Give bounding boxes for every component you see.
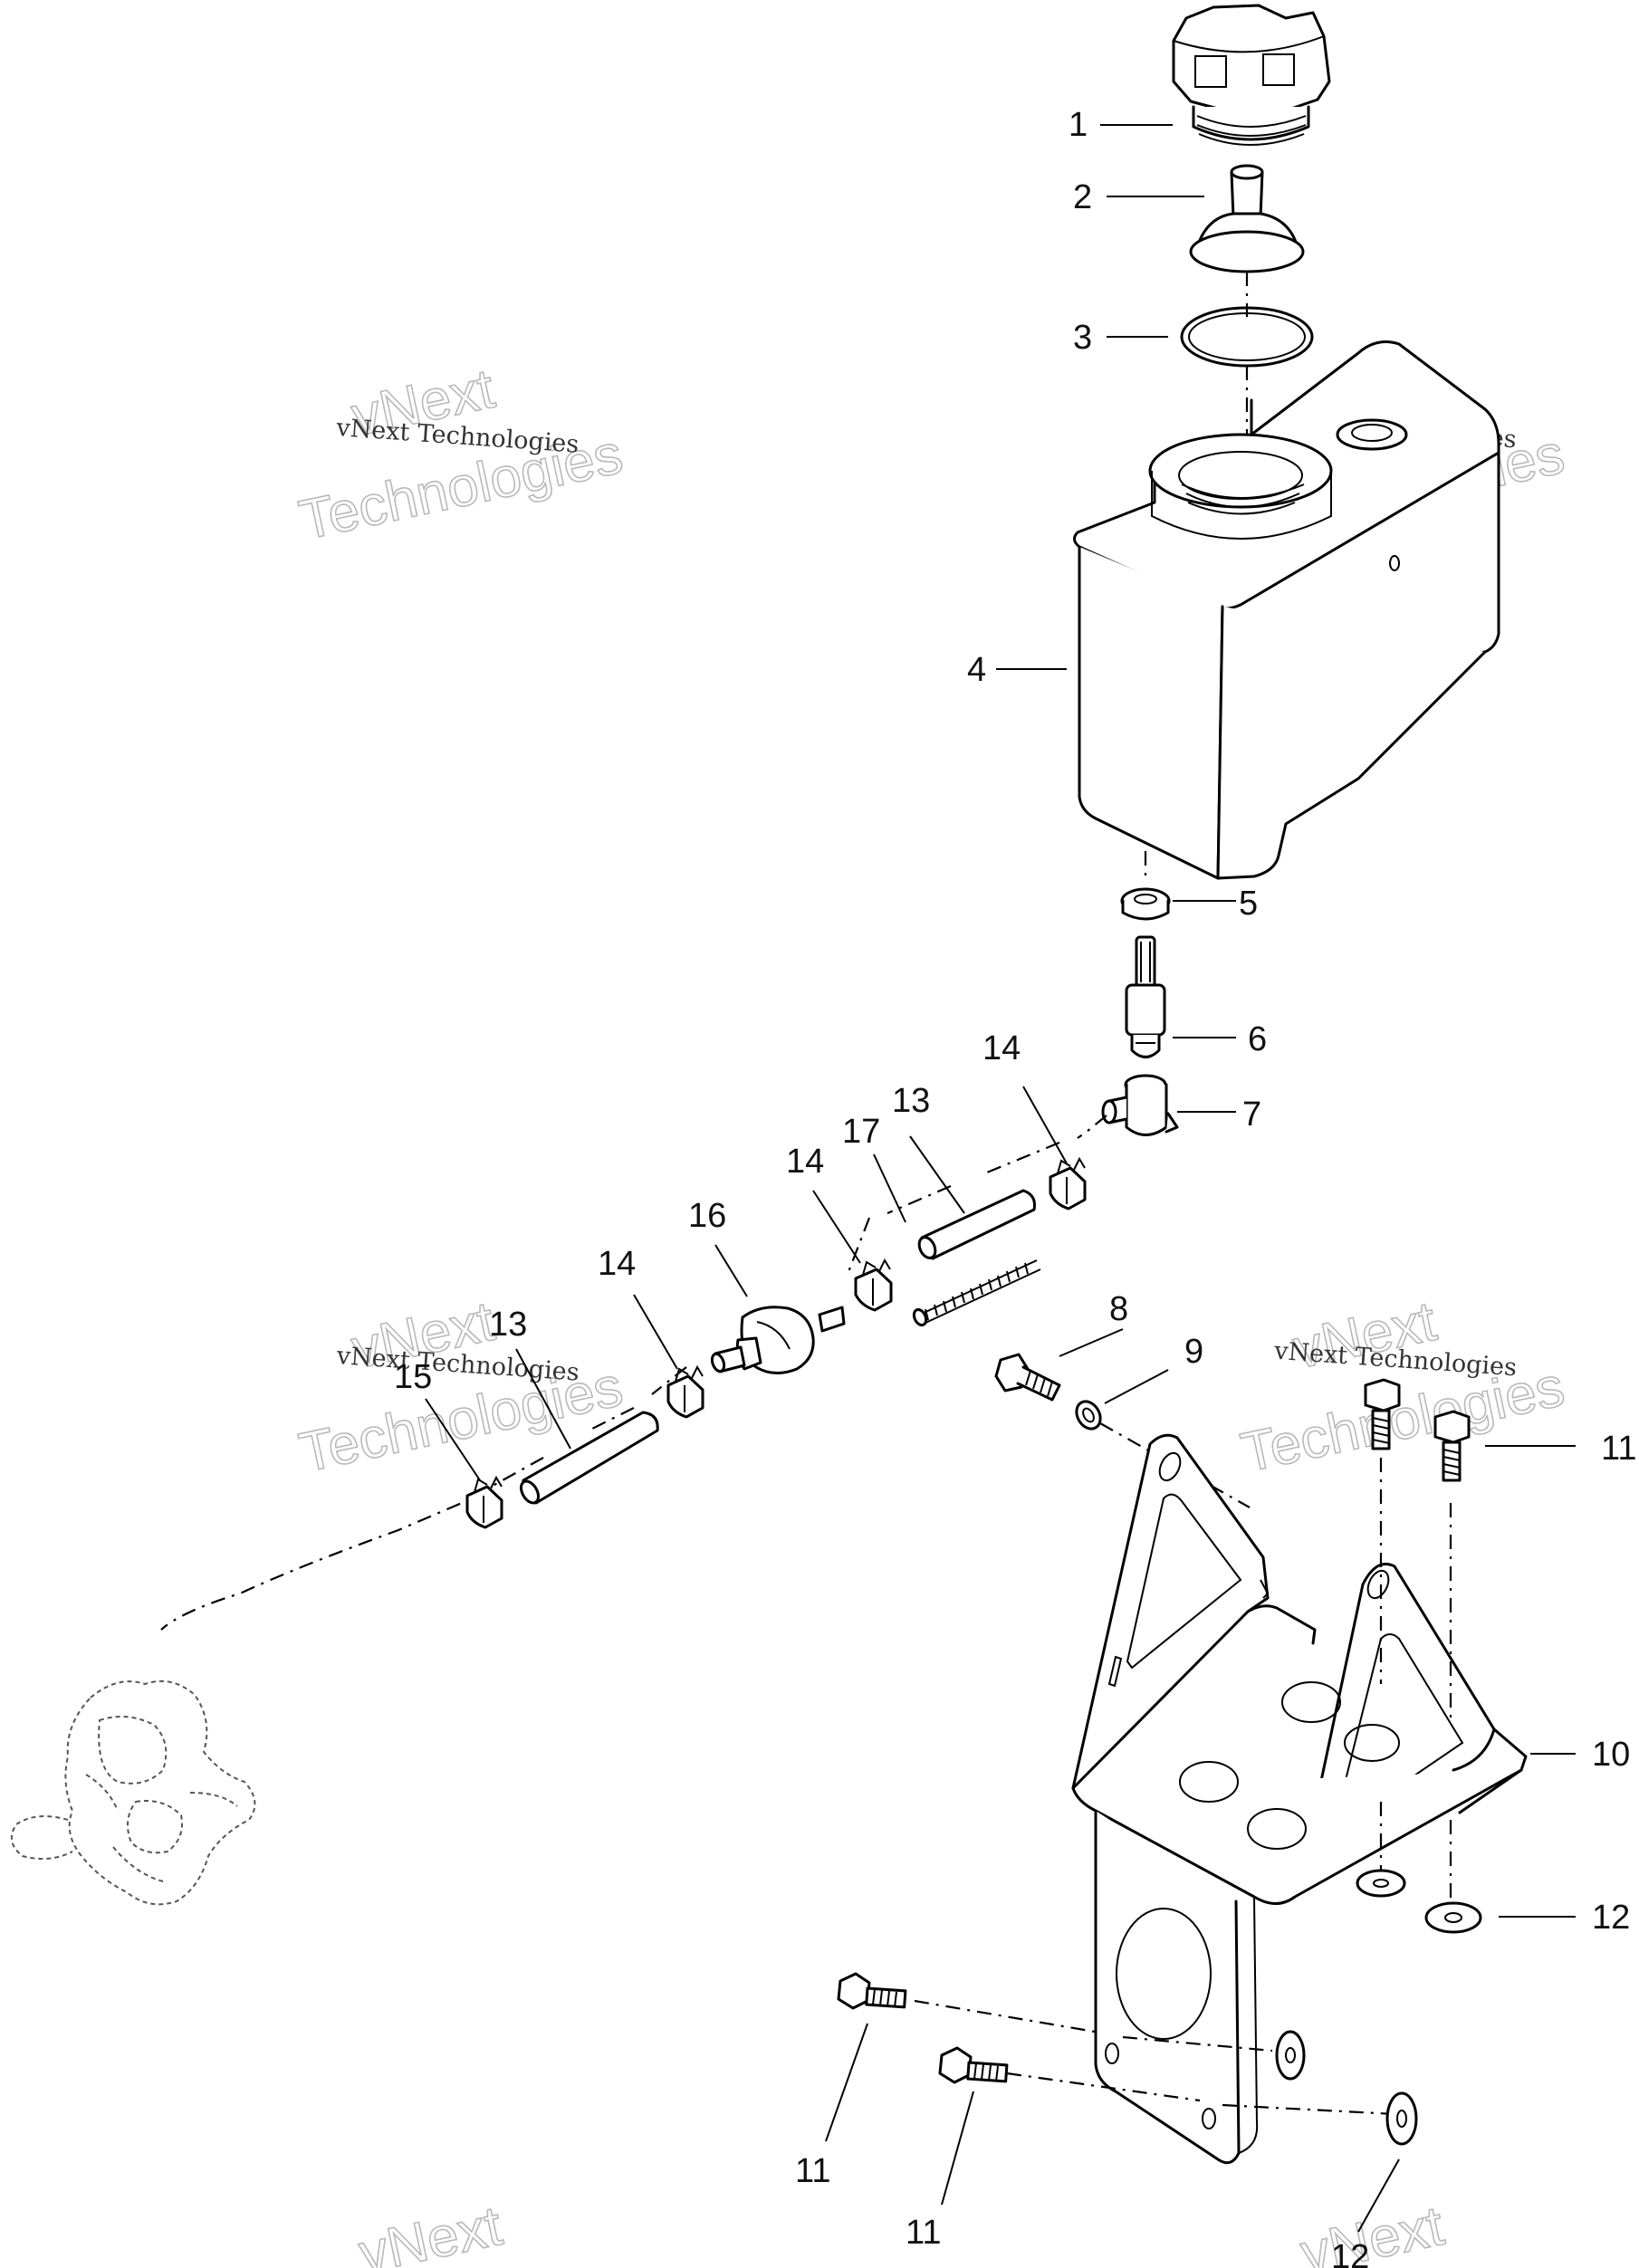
fuel-line-centerline: [160, 1115, 1107, 1631]
callout-17: 17: [842, 1113, 880, 1151]
callout-13-upper: 13: [892, 1082, 930, 1120]
part-2-vent-valve[interactable]: [1189, 164, 1305, 273]
bolt-axis-line: [914, 1999, 1273, 2053]
part-5-grommet[interactable]: [1120, 851, 1171, 921]
watermark-mid-right: vNext Technologies vNext Technologies: [1235, 1289, 1570, 1485]
callout-14-lower: 14: [598, 1245, 636, 1283]
part-1-filler-cap[interactable]: [1172, 4, 1331, 146]
callout-9: 9: [1184, 1333, 1203, 1371]
callout-3: 3: [1073, 319, 1092, 357]
part-12-washer-left[interactable]: [1356, 1869, 1406, 1898]
watermark-top-left: vNext Technologies vNext Technologies: [293, 357, 628, 552]
callout-6: 6: [1248, 1020, 1267, 1058]
part-14-clamp-lower[interactable]: [666, 1364, 704, 1419]
part-12-washer-bottom-upper[interactable]: [1275, 2030, 1306, 2081]
callout-5: 5: [1239, 885, 1258, 923]
callout-11-bottom-right: 11: [906, 2214, 941, 2252]
callout-12-bottom: 12: [1331, 2238, 1369, 2268]
part-8-bolt[interactable]: [994, 1353, 1061, 1402]
callout-11-bottom-left: 11: [795, 2152, 830, 2190]
callout-12-right: 12: [1592, 1899, 1630, 1937]
part-15-clamp[interactable]: [465, 1475, 503, 1529]
bolt-axis-line: [1006, 2072, 1395, 2116]
part-11-bolt-top-left[interactable]: [1364, 1378, 1401, 1450]
callout-15: 15: [394, 1358, 432, 1396]
callout-labels: 1 2 3 4 5 6 7 8 9 10 11 11 11 12 12 13 1…: [394, 106, 1636, 2268]
part-7-elbow-fitting[interactable]: [1101, 1074, 1179, 1136]
callout-14-upper: 14: [982, 1029, 1021, 1067]
part-12-washer-bottom-lower[interactable]: [1385, 2091, 1418, 2146]
watermark-bottom: vNext vNext: [353, 2194, 1450, 2268]
part-13-hose-upper[interactable]: [916, 1189, 1036, 1260]
part-9-lock-washer[interactable]: [1072, 1397, 1106, 1433]
oil-pump-reference-ghost: [10, 1680, 256, 1906]
callout-8: 8: [1109, 1290, 1128, 1328]
leader-lines: [425, 124, 1576, 2233]
watermark-big-line1: vNext: [354, 2195, 507, 2268]
callout-11-top: 11: [1601, 1430, 1636, 1468]
callout-1: 1: [1069, 106, 1088, 144]
callout-4: 4: [967, 651, 986, 689]
part-12-washer-right[interactable]: [1424, 1901, 1482, 1934]
part-11-bolt-bottom-lower[interactable]: [938, 2046, 1009, 2084]
callout-16: 16: [688, 1197, 726, 1235]
part-14-clamp-upper[interactable]: [1049, 1156, 1087, 1211]
part-13-hose-lower[interactable]: [518, 1411, 659, 1506]
part-14-clamp-middle[interactable]: [854, 1258, 893, 1312]
part-16-fuel-filter[interactable]: [710, 1306, 846, 1374]
callout-13-lower: 13: [489, 1306, 527, 1344]
callout-7: 7: [1242, 1096, 1261, 1134]
part-17-spring[interactable]: [912, 1259, 1041, 1327]
watermark-big-line2: Technologies: [1236, 1355, 1569, 1485]
part-11-bolt-bottom-upper[interactable]: [837, 1972, 907, 2010]
callout-14-middle: 14: [786, 1143, 824, 1181]
part-6-outlet-fitting[interactable]: [1125, 935, 1166, 1058]
part-4-oil-reservoir[interactable]: [1073, 340, 1500, 880]
part-10-mounting-bracket[interactable]: [1071, 1433, 1528, 2165]
part-11-bolt-top-right[interactable]: [1433, 1410, 1471, 1482]
callout-10: 10: [1592, 1736, 1630, 1774]
callout-2: 2: [1073, 178, 1092, 216]
